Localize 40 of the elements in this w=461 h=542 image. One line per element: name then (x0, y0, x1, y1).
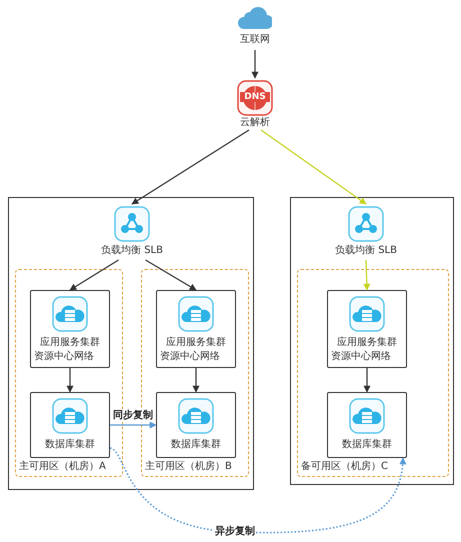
server-frame (30, 392, 110, 458)
node-sublabel: 资源中心网络 (34, 351, 94, 363)
dns-label: DNS (240, 92, 270, 102)
region-frame (290, 197, 454, 485)
zone-label: 备可用区（机房）C (301, 461, 388, 473)
arrow (110, 422, 157, 428)
node-label: 数据库集群 (341, 439, 393, 451)
region-frame (8, 197, 254, 490)
node-label: 负载均衡 SLB (100, 245, 164, 257)
arrow (131, 130, 250, 204)
node-label: 数据库集群 (170, 439, 222, 451)
edge-label: 同步复制 (112, 410, 154, 422)
arrow (260, 130, 367, 204)
zone-label: 主可用区（机房）A (19, 461, 106, 473)
dotted-arrow (110, 447, 406, 534)
arrow (364, 368, 370, 393)
server-frame (327, 392, 407, 458)
server-frame (156, 392, 236, 458)
arrow (252, 50, 258, 79)
node-label: 云解析 (239, 117, 271, 129)
node-label: 应用服务集群 (39, 337, 101, 349)
node-label: 应用服务集群 (336, 337, 398, 349)
arrow (192, 368, 200, 393)
availability-zone (15, 269, 123, 477)
arrow (69, 259, 119, 291)
arrow (363, 260, 370, 291)
edge-label: 异步复制 (214, 526, 256, 538)
zone-label: 主可用区（机房）B (145, 461, 232, 473)
node-label: 互联网 (239, 34, 271, 46)
node-label: 数据库集群 (44, 439, 96, 451)
node-sublabel: 资源中心网络 (331, 351, 391, 363)
arrow (145, 259, 197, 291)
server-frame (30, 290, 110, 368)
node-label: 负载均衡 SLB (334, 245, 398, 257)
arrow (66, 368, 74, 393)
node-label: 应用服务集群 (165, 337, 227, 349)
availability-zone (297, 269, 449, 477)
server-frame (327, 290, 407, 368)
server-frame (156, 290, 236, 368)
node-sublabel: 资源中心网络 (160, 351, 220, 363)
